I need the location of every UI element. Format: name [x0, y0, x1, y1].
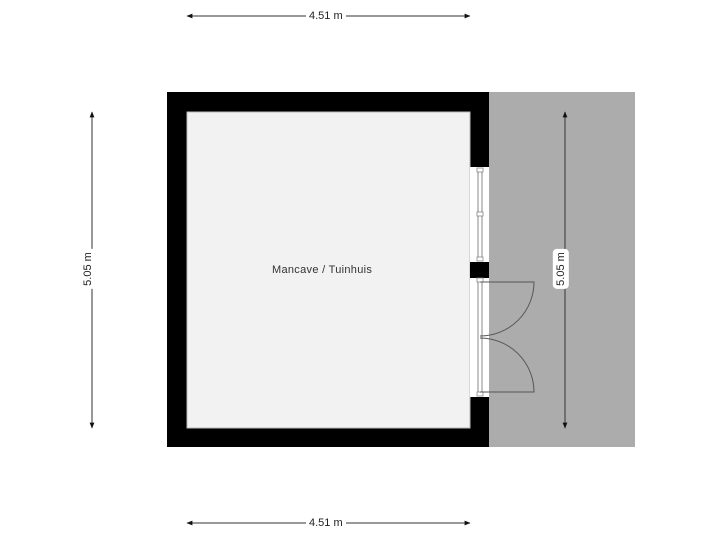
- double-door: [470, 277, 535, 397]
- window: [470, 167, 489, 262]
- dimension-left-label: 5.05 m: [81, 249, 94, 289]
- dimension-top-label: 4.51 m: [306, 10, 346, 22]
- wall-pillar: [470, 262, 489, 278]
- room-label: Mancave / Tuinhuis: [272, 264, 373, 276]
- room-floor: [186, 111, 471, 429]
- dimension-bottom-label: 4.51 m: [306, 517, 346, 529]
- dimension-terrace-label: 5.05 m: [552, 249, 569, 289]
